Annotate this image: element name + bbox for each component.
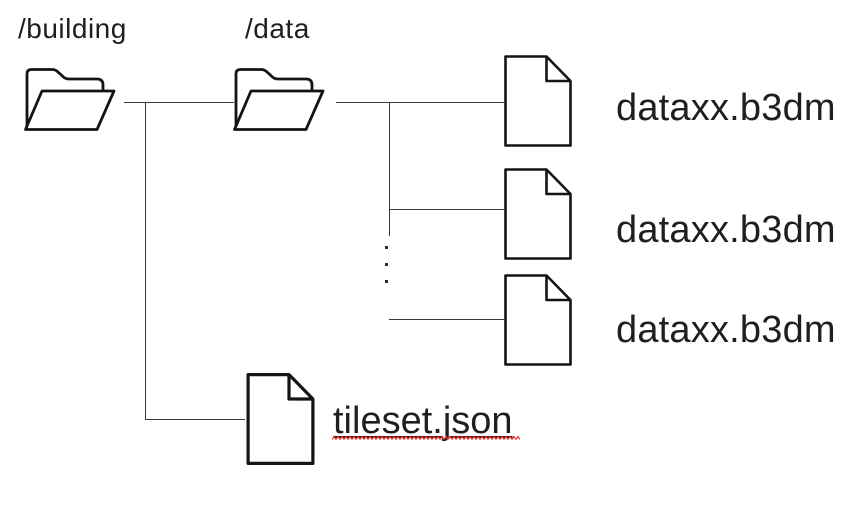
connector-data-to-file1	[336, 102, 504, 104]
tileset-file-label: tileset.json	[333, 400, 513, 442]
document-icon	[246, 373, 315, 465]
connector-data-down	[389, 102, 391, 236]
connector-to-file3	[389, 319, 504, 321]
document-icon	[504, 55, 572, 147]
data-folder-label: /data	[245, 13, 310, 44]
more-files-ellipsis-icon	[385, 246, 388, 297]
b3dm-file-label: dataxx.b3dm	[616, 209, 836, 251]
document-icon	[504, 274, 572, 366]
folder-open-icon	[24, 68, 116, 131]
b3dm-file-label: dataxx.b3dm	[616, 309, 836, 351]
connector-elbow-to-tileset	[145, 418, 245, 420]
folder-open-icon	[233, 68, 325, 131]
connector-to-file2	[389, 209, 504, 211]
building-folder-label: /building	[18, 13, 127, 44]
connector-building-to-data	[124, 102, 234, 104]
b3dm-file-label: dataxx.b3dm	[616, 87, 836, 129]
spellcheck-squiggle-icon	[332, 435, 520, 441]
connector-building-down	[145, 102, 147, 420]
document-icon	[504, 168, 572, 260]
